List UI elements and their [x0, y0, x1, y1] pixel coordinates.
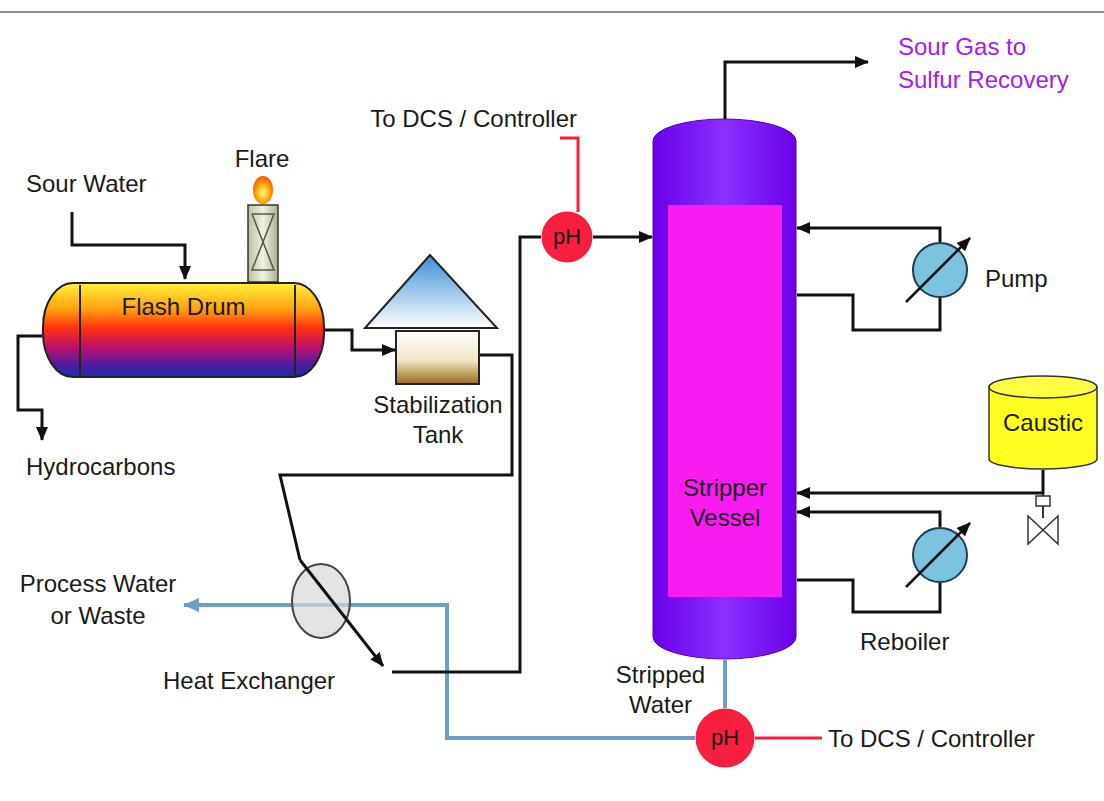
ph-sensor — [696, 709, 755, 768]
flare-stack — [248, 205, 278, 282]
node-label: Caustic — [988, 408, 1098, 438]
caustic-tank-top — [989, 376, 1097, 398]
signal-label: To DCS / Controller — [345, 104, 577, 134]
node-label: Stabilization Tank — [368, 390, 508, 450]
heat-exchanger-shape — [288, 560, 392, 676]
ph-sensor: pH — [541, 211, 593, 263]
caustic-tank-body — [989, 387, 1097, 469]
caustic-tank: Caustic — [988, 375, 1098, 470]
ph-sensor: pH — [695, 708, 755, 768]
flare-stack-bracing — [252, 214, 274, 270]
node-label: Heat Exchanger — [163, 666, 363, 696]
label-slot: Hydrocarbons — [26, 452, 206, 482]
exchanger-shell — [292, 564, 350, 638]
tank-roof — [365, 255, 497, 328]
pump-shape — [912, 242, 968, 298]
drum-baffle — [79, 285, 81, 375]
flow-line — [797, 512, 940, 527]
flow-line — [593, 236, 652, 239]
flow-line — [797, 470, 1043, 493]
valve-actuator — [1036, 496, 1050, 506]
stripper-vessel: Stripper Vessel — [652, 118, 797, 660]
pump: Pump — [912, 242, 968, 298]
hydrocarbon-outlet — [18, 336, 42, 440]
label-slot: Flare — [222, 144, 302, 174]
vessel-shell — [653, 119, 796, 659]
stream-label: Stripped Water — [608, 660, 713, 720]
node-label: Flash Drum — [42, 292, 325, 322]
flow-line — [797, 295, 940, 330]
valve-body — [1028, 516, 1043, 544]
stabilization-tank: Stabilization Tank — [395, 330, 480, 385]
tank-body — [396, 331, 479, 384]
exchanger-symbol — [913, 528, 967, 582]
equipment-label: Flare — [222, 144, 302, 174]
top-rule — [0, 12, 1104, 13]
flash-drum: Flash Drum — [42, 282, 325, 378]
reboiler-shape — [912, 527, 968, 583]
label-slot: To DCS / Controller — [828, 724, 1068, 754]
node-label: Reboiler — [860, 627, 980, 657]
exchanger-symbol — [913, 243, 967, 297]
label-slot: Sour Water — [26, 169, 186, 199]
node-label: Stripper Vessel — [668, 473, 782, 533]
node-label: pH — [695, 723, 755, 753]
flare-flame — [253, 176, 273, 204]
sour-gas-outlet — [725, 62, 868, 125]
stream-label: Hydrocarbons — [26, 452, 206, 482]
flow-line — [325, 330, 395, 350]
ph-sensor — [542, 212, 593, 263]
destination-label: Sour Gas to Sulfur Recovery — [898, 30, 1080, 96]
node-label: Pump — [985, 264, 1095, 294]
label-slot: To DCS / Controller — [345, 104, 577, 134]
signal-line — [755, 737, 822, 740]
signal-line — [560, 138, 578, 212]
stabilization-tank-shape — [395, 330, 480, 385]
node-label: pH — [541, 222, 593, 252]
exchanger-arrow — [906, 238, 970, 302]
stream-label: Process Water or Waste — [18, 568, 178, 632]
drum-baffle — [294, 285, 296, 375]
stripper-vessel-shape — [652, 118, 797, 660]
exchanger-flow — [300, 560, 383, 666]
heat-exchanger: Heat Exchanger — [288, 560, 392, 676]
stream-label: Sour Water — [26, 169, 186, 199]
valve-body — [1043, 516, 1058, 544]
vessel-packing — [668, 205, 782, 597]
flow-line — [723, 660, 727, 708]
exchanger-arrow — [906, 523, 970, 587]
flow-line — [797, 580, 940, 612]
label-slot: Process Water or Waste — [18, 568, 178, 632]
signal-label: To DCS / Controller — [828, 724, 1068, 754]
reboiler: Reboiler — [912, 527, 968, 583]
drum-body — [43, 283, 324, 377]
flow-line — [797, 228, 940, 242]
label-slot: Stripped Water — [608, 660, 713, 720]
sour-water-inlet — [72, 212, 185, 279]
flow-line — [280, 355, 512, 560]
label-slot: Sour Gas to Sulfur Recovery — [898, 30, 1080, 96]
